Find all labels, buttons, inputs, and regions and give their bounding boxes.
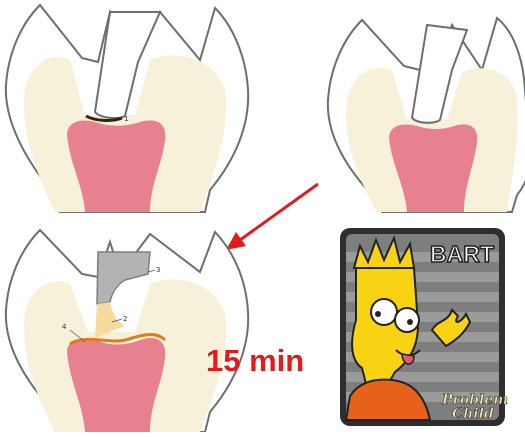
tooth-restored: 3 2 4: [6, 230, 248, 432]
card-tag-line2: Child: [452, 406, 494, 422]
duration-label: 15 min: [206, 343, 304, 379]
tooth-cavity-prepared: 1: [6, 5, 248, 212]
label-1: 1: [124, 115, 128, 123]
card-name: BART: [430, 241, 494, 267]
process-arrow: [226, 184, 318, 250]
label-3: 3: [156, 266, 160, 274]
character-card: BART Problem Child: [340, 228, 508, 426]
tooth-cavity-clean: [328, 18, 525, 212]
label-4: 4: [62, 323, 67, 331]
label-2: 2: [123, 315, 127, 323]
